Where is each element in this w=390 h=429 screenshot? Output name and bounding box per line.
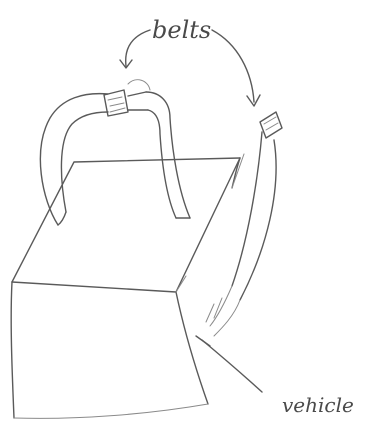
- belts-arrow-right: [212, 30, 260, 106]
- vehicle-pointer: [196, 336, 262, 392]
- vehicle-label: vehicle: [282, 393, 354, 417]
- right-belt-buckle: [260, 112, 282, 138]
- belts-label: belts: [152, 16, 211, 44]
- vehicle-box: [11, 154, 244, 418]
- left-belt: [40, 80, 190, 225]
- belts-arrow-left: [120, 30, 150, 68]
- left-belt-buckle: [104, 90, 148, 116]
